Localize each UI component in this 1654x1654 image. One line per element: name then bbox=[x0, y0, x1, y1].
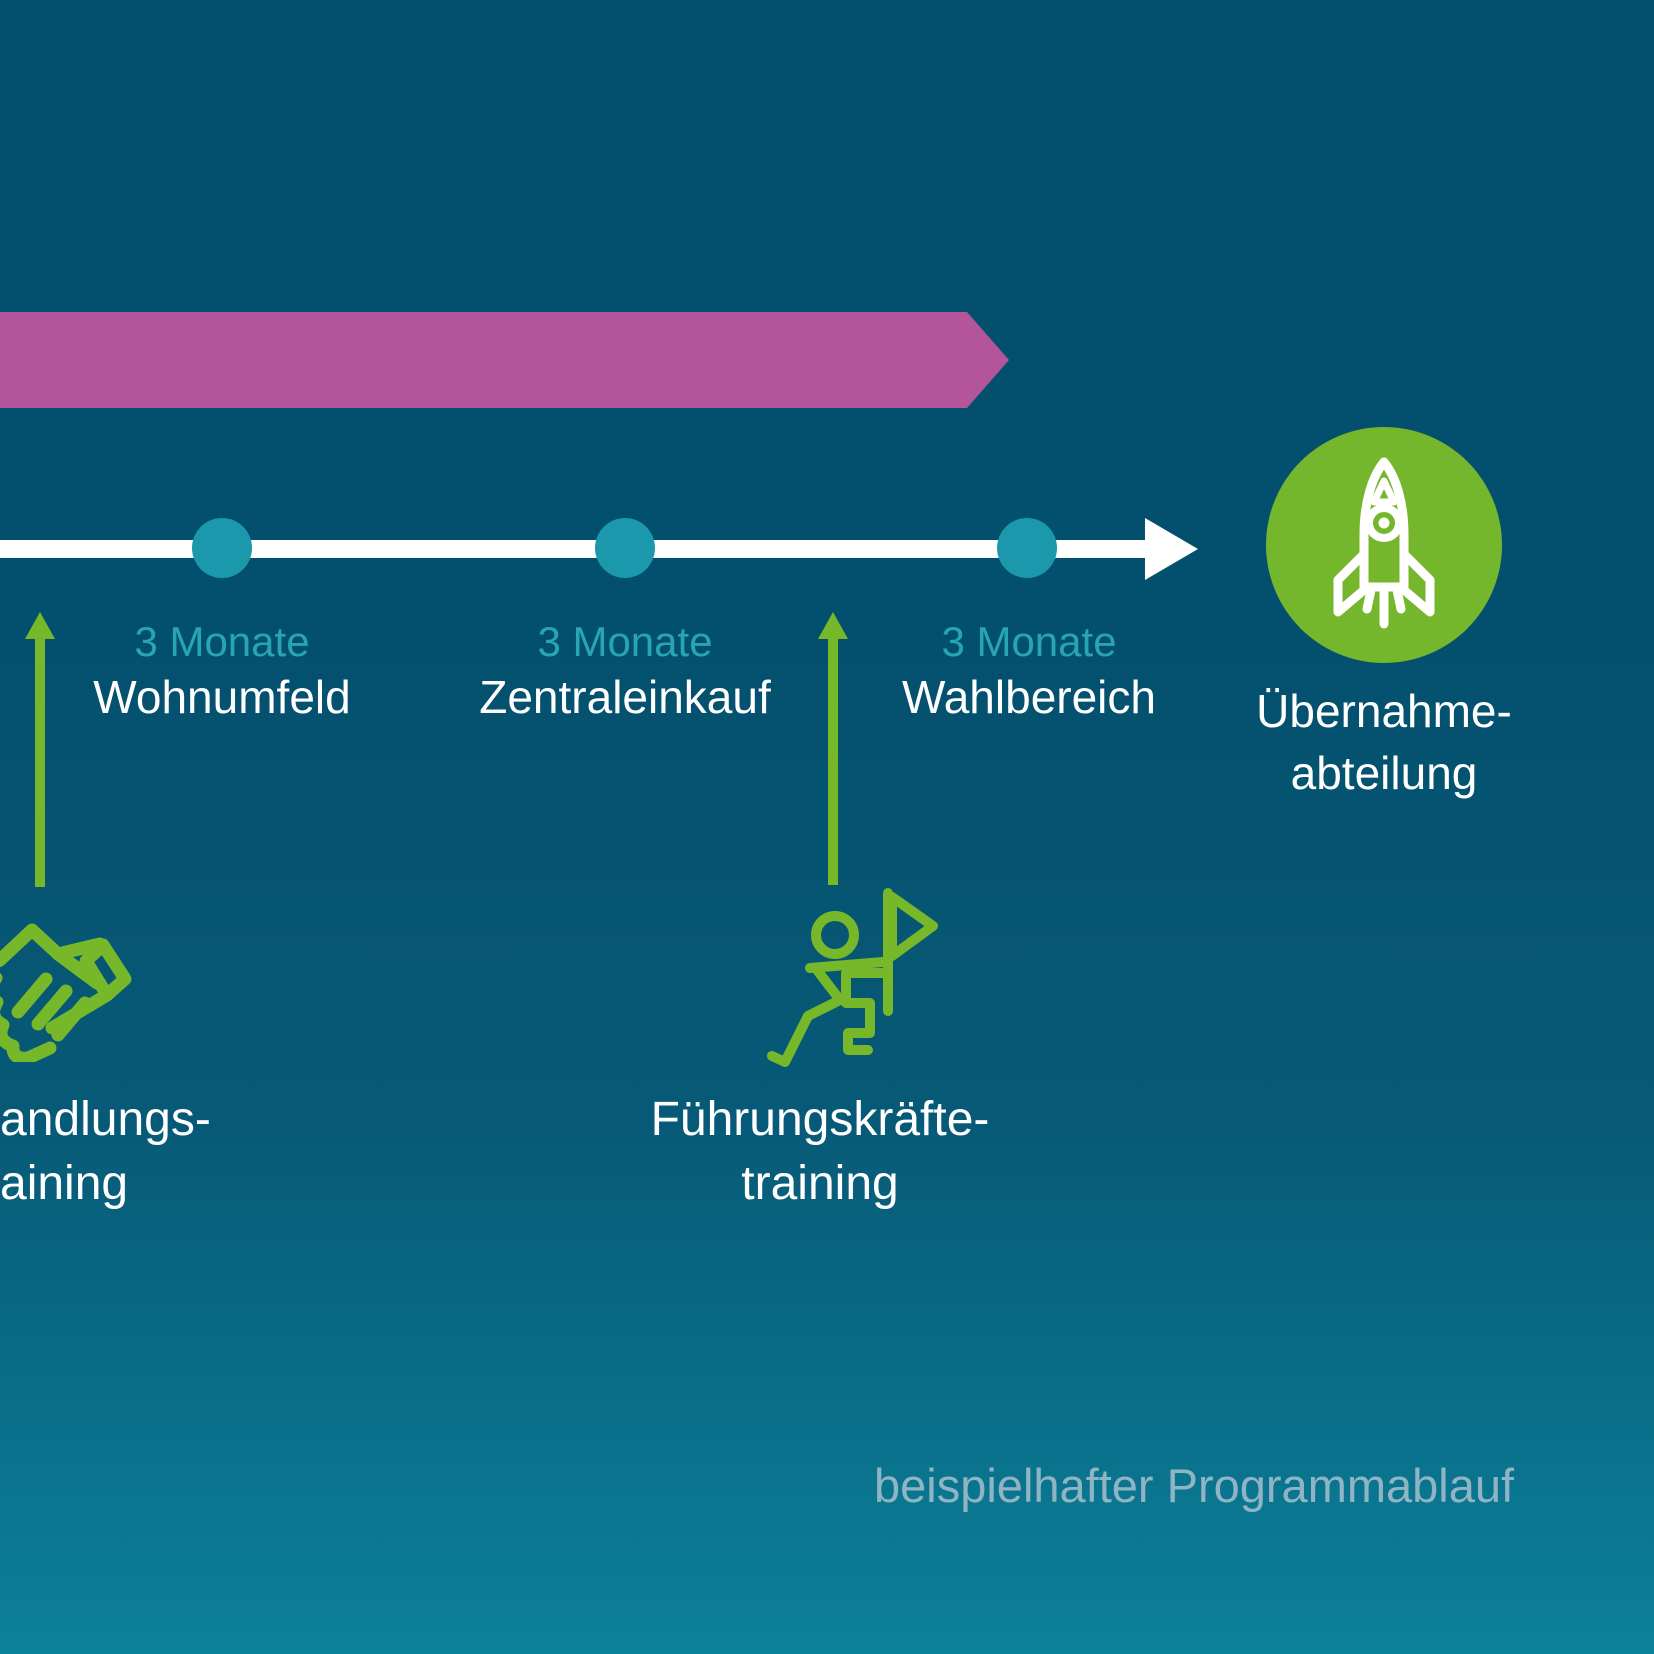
training-label-fuehrungskraefte: Führungskräfte- training bbox=[600, 1088, 1040, 1216]
stage-label-wahlbereich: 3 Monate Wahlbereich bbox=[849, 616, 1209, 726]
training-label-line2: aining bbox=[0, 1157, 129, 1210]
timeline-arrow-head bbox=[1145, 518, 1198, 580]
timeline-milestone-dot-3 bbox=[997, 518, 1057, 578]
takeover-label-line2: abteilung bbox=[1290, 747, 1478, 799]
handshake-icon bbox=[0, 923, 132, 1062]
training-label-line2: training bbox=[741, 1157, 899, 1210]
training-label-line1: Führungskräfte- bbox=[650, 1093, 990, 1146]
training-arrow-2 bbox=[818, 612, 848, 639]
training-label-line1: andlungs- bbox=[0, 1093, 211, 1146]
timeline-milestone-dot-1 bbox=[192, 518, 252, 578]
stage-label-zentraleinkauf: 3 Monate Zentraleinkauf bbox=[445, 616, 805, 726]
training-arrow-1-line bbox=[35, 636, 45, 887]
training-label-left: andlungs- aining bbox=[0, 1088, 420, 1216]
stage-label-wohnumfeld: 3 Monate Wohnumfeld bbox=[42, 616, 402, 726]
training-arrow-2-line bbox=[828, 636, 838, 885]
stage-duration: 3 Monate bbox=[537, 618, 713, 665]
rocket-icon bbox=[1333, 457, 1435, 629]
program-phase-bar bbox=[0, 312, 967, 408]
stage-name: Wohnumfeld bbox=[93, 671, 351, 723]
timeline-milestone-dot-2 bbox=[595, 518, 655, 578]
program-phase-bar-arrow-tip bbox=[967, 312, 1009, 408]
takeover-label-line1: Übernahme- bbox=[1256, 685, 1512, 737]
stage-duration: 3 Monate bbox=[941, 618, 1117, 665]
timeline-line bbox=[0, 540, 1147, 558]
training-arrow-1 bbox=[25, 612, 55, 639]
stage-name: Wahlbereich bbox=[902, 671, 1156, 723]
stage-duration: 3 Monate bbox=[134, 618, 310, 665]
stage-name: Zentraleinkauf bbox=[479, 671, 771, 723]
caption-text: beispielhafter Programmablauf bbox=[874, 1459, 1515, 1512]
flag-runner-icon bbox=[767, 888, 938, 1067]
takeover-label: Übernahme- abteilung bbox=[1184, 680, 1584, 804]
